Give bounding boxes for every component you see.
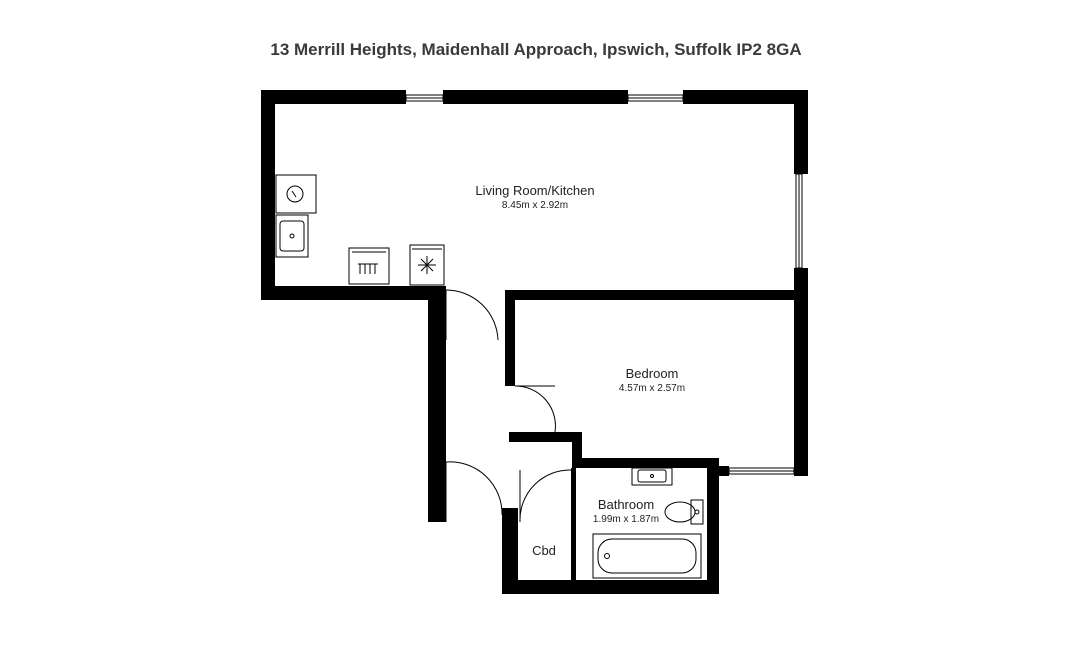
plan-title: 13 Merrill Heights, Maidenhall Approach,… bbox=[270, 40, 802, 59]
wash-basin bbox=[631, 467, 673, 486]
bedroom-label: Bedroom bbox=[626, 366, 679, 381]
fridge-freezer bbox=[409, 244, 445, 286]
bedroom-dimensions: 4.57m x 2.57m bbox=[619, 383, 685, 394]
doors bbox=[445, 289, 572, 523]
bathroom-label: Bathroom bbox=[598, 497, 654, 512]
living-room-label: Living Room/Kitchen bbox=[475, 183, 594, 198]
toilet bbox=[664, 499, 704, 525]
oven bbox=[348, 247, 390, 285]
bathtub bbox=[592, 533, 702, 579]
bathroom-dimensions: 1.99m x 1.87m bbox=[593, 514, 659, 525]
walls bbox=[261, 90, 808, 594]
kitchen-hob bbox=[275, 174, 317, 214]
cupboard-label: Cbd bbox=[532, 543, 556, 558]
windows bbox=[405, 94, 803, 475]
kitchen-sink bbox=[275, 214, 309, 258]
living-room-dimensions: 8.45m x 2.92m bbox=[502, 200, 568, 211]
